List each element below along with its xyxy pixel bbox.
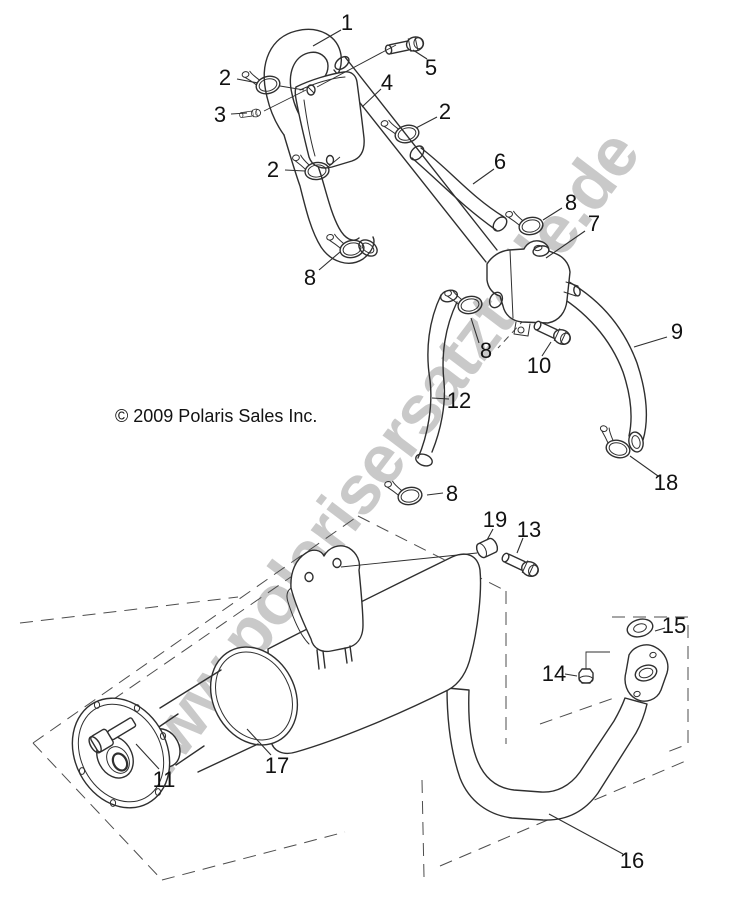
part-label-8: 8 — [480, 338, 492, 363]
leader-line-10 — [541, 341, 552, 357]
part-label-9: 9 — [671, 319, 683, 344]
part-label-8: 8 — [446, 481, 458, 506]
part-label-8: 8 — [304, 265, 316, 290]
part-15-gasket — [626, 618, 654, 638]
part-label-19: 19 — [483, 507, 507, 532]
leader-line-8 — [318, 251, 341, 271]
leader-line-16 — [548, 813, 624, 855]
part-label-18: 18 — [654, 470, 678, 495]
leader-line-18 — [629, 455, 659, 477]
part-14-nut — [578, 668, 594, 684]
muffler — [71, 545, 482, 809]
leader-line-2 — [236, 78, 259, 84]
part-label-7: 7 — [588, 211, 600, 236]
leader-line-12 — [431, 397, 450, 400]
leader-line-2 — [284, 169, 306, 172]
exhaust-flange — [624, 644, 669, 702]
leader-line-8 — [542, 207, 563, 221]
part-label-2: 2 — [267, 157, 279, 182]
heat-shield — [294, 71, 365, 169]
leader-line-8 — [470, 317, 480, 344]
part-label-6: 6 — [494, 149, 506, 174]
part-label-10: 10 — [527, 353, 551, 378]
leader-line-4 — [361, 88, 382, 108]
part-6-hose — [409, 145, 508, 232]
part-label-3: 3 — [214, 102, 226, 127]
leader-line-17 — [246, 728, 272, 756]
muffler-outlet-flange — [71, 697, 171, 809]
part-11-bolt — [88, 717, 137, 754]
flange-bolt-marks — [78, 701, 167, 807]
part-17-bracket — [286, 545, 364, 670]
leader-line-11 — [135, 743, 160, 770]
assembly-lines — [263, 44, 610, 669]
part-label-4: 4 — [381, 70, 393, 95]
part-label-2: 2 — [219, 65, 231, 90]
part-7-valve — [486, 240, 581, 337]
leader-line-1 — [312, 29, 342, 47]
part-9-pipe — [550, 277, 648, 453]
part-label-15: 15 — [662, 613, 686, 638]
part-label-8: 8 — [565, 190, 577, 215]
part-label-1: 1 — [341, 10, 353, 35]
part-label-11: 11 — [153, 767, 176, 792]
part-19-spacer — [475, 537, 499, 559]
leader-line-15 — [654, 627, 666, 632]
leader-line-14 — [564, 673, 578, 677]
part-13-bolt — [499, 549, 542, 580]
copyright: © 2009 Polaris Sales Inc. — [115, 406, 317, 426]
artwork-layer — [71, 28, 669, 821]
part-2-clamp — [379, 112, 422, 149]
part-label-16: 16 — [620, 848, 644, 873]
part-label-12: 12 — [447, 388, 471, 413]
leader-line-5 — [412, 49, 428, 60]
leader-line-7 — [545, 230, 586, 259]
part-16-head-pipe — [446, 687, 648, 821]
leader-line-2 — [415, 116, 438, 129]
leader-line-13 — [516, 537, 524, 554]
leader-line-9 — [633, 336, 668, 348]
part-label-14: 14 — [542, 661, 566, 686]
part-label-13: 13 — [517, 517, 541, 542]
leader-line-8 — [426, 492, 444, 496]
leader-line-19 — [486, 528, 494, 541]
part-label-5: 5 — [425, 55, 437, 80]
part-label-17: 17 — [265, 753, 289, 778]
leader-line-3 — [230, 112, 248, 115]
part-label-2: 2 — [439, 99, 451, 124]
part-8-clamp — [325, 227, 367, 263]
leader-line-6 — [472, 168, 495, 185]
